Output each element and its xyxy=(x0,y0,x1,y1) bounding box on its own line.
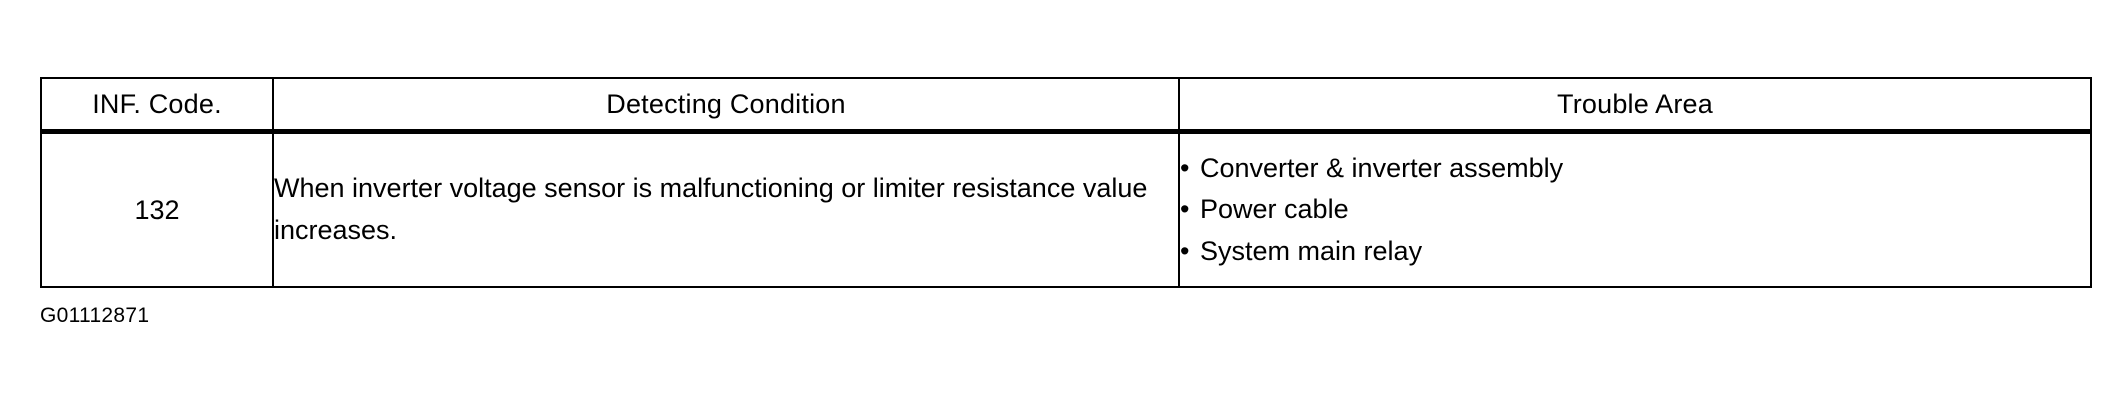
list-item: • Converter & inverter assembly xyxy=(1180,148,2090,189)
trouble-area-list: • Converter & inverter assembly • Power … xyxy=(1180,148,2090,271)
figure-caption-code: G01112871 xyxy=(40,304,150,327)
trouble-area-item-label: Power cable xyxy=(1200,194,1349,225)
cell-inf-code: 132 xyxy=(40,130,274,288)
column-header-inf-code-label: INF. Code. xyxy=(92,88,222,119)
cell-detecting-condition: When inverter voltage sensor is malfunct… xyxy=(272,130,1180,288)
list-item: • System main relay xyxy=(1180,231,2090,272)
dtc-information-table: INF. Code. Detecting Condition Trouble A… xyxy=(40,77,2092,288)
table-header-row: INF. Code. Detecting Condition Trouble A… xyxy=(40,77,2092,134)
column-header-inf-code: INF. Code. xyxy=(40,77,274,134)
trouble-area-item-label: System main relay xyxy=(1200,235,1423,266)
column-header-trouble-area: Trouble Area xyxy=(1178,77,2092,134)
list-item: • Power cable xyxy=(1180,189,2090,230)
table-row: 132 When inverter voltage sensor is malf… xyxy=(40,130,2092,288)
bullet-icon: • xyxy=(1180,153,1190,184)
cell-trouble-area: • Converter & inverter assembly • Power … xyxy=(1178,130,2092,288)
column-header-detecting-condition: Detecting Condition xyxy=(272,77,1180,134)
bullet-icon: • xyxy=(1180,194,1190,225)
column-header-detecting-condition-label: Detecting Condition xyxy=(606,88,846,119)
column-header-trouble-area-label: Trouble Area xyxy=(1557,88,1713,119)
trouble-area-item-label: Converter & inverter assembly xyxy=(1200,153,1564,184)
inf-code-value: 132 xyxy=(134,194,180,225)
bullet-icon: • xyxy=(1180,235,1190,266)
detecting-condition-text: When inverter voltage sensor is malfunct… xyxy=(274,173,1148,245)
